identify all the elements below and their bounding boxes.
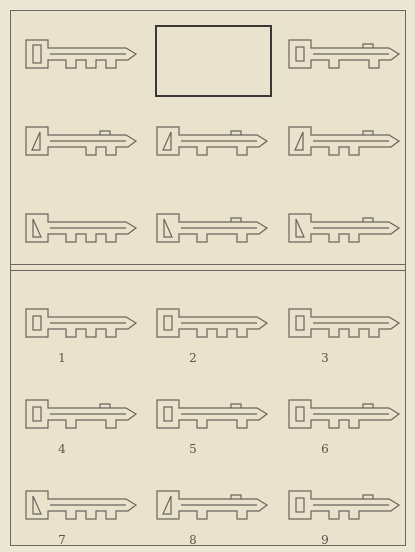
key-window-shape: [296, 316, 304, 330]
option-number: 5: [189, 442, 197, 456]
key-icon: [157, 487, 275, 523]
key-icon: [289, 210, 407, 246]
matrix-key: [157, 210, 275, 246]
key-icon: [289, 36, 407, 72]
key-icon: [289, 487, 407, 523]
key-icon: [289, 123, 407, 159]
option-number: 2: [189, 351, 197, 365]
key-window-shape: [295, 132, 303, 150]
matrix-key: [26, 123, 144, 159]
option-key[interactable]: [26, 305, 144, 341]
key-window-shape: [32, 132, 40, 150]
key-upper-notch: [231, 495, 241, 499]
key-window-shape: [296, 498, 304, 512]
key-window-shape: [33, 407, 41, 421]
key-icon: [157, 305, 275, 341]
key-icon: [26, 396, 144, 432]
key-upper-notch: [100, 131, 110, 135]
matrix-key: [26, 36, 144, 72]
matrix-key: [289, 36, 407, 72]
key-upper-notch: [363, 404, 373, 408]
key-window-shape: [33, 316, 41, 330]
matrix-key: [157, 123, 275, 159]
key-window-shape: [296, 219, 304, 237]
key-icon: [26, 36, 144, 72]
option-number: 1: [58, 351, 66, 365]
option-key[interactable]: [157, 396, 275, 432]
key-window-shape: [163, 132, 171, 150]
option-number: 3: [321, 351, 329, 365]
option-key[interactable]: [289, 396, 407, 432]
option-number: 6: [321, 442, 329, 456]
key-window-shape: [296, 47, 304, 61]
key-icon: [26, 123, 144, 159]
key-icon: [26, 487, 144, 523]
option-key[interactable]: [26, 396, 144, 432]
panel-divider: [10, 264, 406, 265]
option-key[interactable]: [157, 305, 275, 341]
key-window-shape: [33, 45, 41, 63]
missing-key-slot[interactable]: [155, 25, 272, 97]
option-key[interactable]: [289, 305, 407, 341]
key-window-shape: [163, 496, 171, 514]
key-upper-notch: [363, 495, 373, 499]
key-window-shape: [33, 219, 41, 237]
option-key[interactable]: [26, 487, 144, 523]
key-window-shape: [164, 407, 172, 421]
key-icon: [26, 305, 144, 341]
key-upper-notch: [231, 218, 241, 222]
key-window-shape: [164, 316, 172, 330]
key-icon: [157, 210, 275, 246]
key-upper-notch: [100, 404, 110, 408]
key-window-shape: [33, 496, 41, 514]
key-icon: [157, 123, 275, 159]
key-upper-notch: [231, 404, 241, 408]
key-icon: [289, 305, 407, 341]
key-upper-notch: [363, 131, 373, 135]
option-number: 7: [58, 533, 66, 547]
key-icon: [26, 210, 144, 246]
matrix-key: [289, 123, 407, 159]
key-icon: [289, 396, 407, 432]
matrix-key: [289, 210, 407, 246]
matrix-key: [26, 210, 144, 246]
option-key[interactable]: [157, 487, 275, 523]
key-window-shape: [296, 407, 304, 421]
key-upper-notch: [231, 131, 241, 135]
option-number: 9: [321, 533, 329, 547]
key-window-shape: [164, 219, 172, 237]
key-icon: [157, 396, 275, 432]
option-number: 8: [189, 533, 197, 547]
option-number: 4: [58, 442, 66, 456]
panel-divider: [10, 270, 406, 271]
option-key[interactable]: [289, 487, 407, 523]
key-upper-notch: [363, 218, 373, 222]
